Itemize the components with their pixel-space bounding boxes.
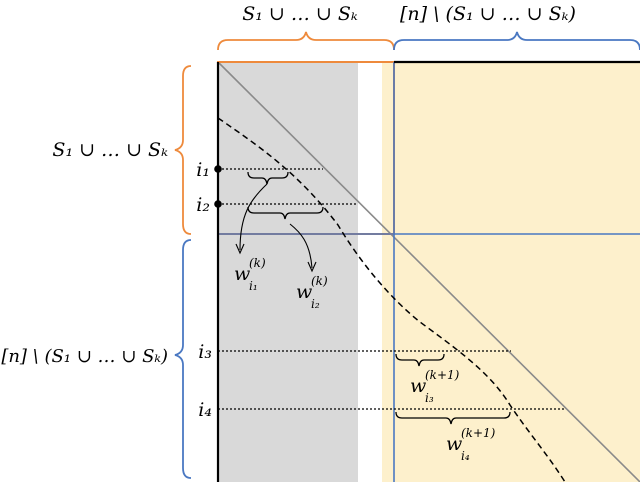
brace-w-i3: [395, 353, 445, 367]
weight-label-w-i2: w (k) i₂: [296, 274, 328, 311]
yellow-strip: [382, 62, 394, 482]
svg-text:w: w: [446, 433, 462, 455]
top-right-label: [n] \ (S₁ ∪ … ∪ Sₖ): [400, 3, 576, 25]
svg-text:i₁: i₁: [249, 279, 258, 293]
arrow-w-i2-head: [307, 261, 317, 273]
svg-text:w: w: [234, 263, 250, 285]
arrow-w-i1-head: [235, 243, 245, 255]
left-brace-blue: [174, 239, 192, 479]
diagonal-line: [217, 61, 640, 482]
row-label-i2: i₂: [196, 194, 210, 216]
svg-text:w: w: [296, 281, 312, 303]
weight-label-w-i4: w (k+1) i₄: [446, 426, 496, 463]
svg-text:i₂: i₂: [311, 297, 320, 311]
svg-text:i₄: i₄: [461, 449, 470, 463]
row-dot-i2: [214, 200, 222, 208]
top-left-label: S₁ ∪ … ∪ Sₖ: [242, 3, 358, 25]
arrow-w-i1: [239, 183, 268, 251]
svg-text:(k+1): (k+1): [425, 368, 460, 382]
svg-text:i₃: i₃: [425, 391, 434, 405]
top-brace-orange: [217, 31, 395, 51]
weight-label-w-i3: w (k+1) i₃: [410, 368, 460, 405]
weight-label-w-i1: w (k) i₁: [234, 256, 266, 293]
left-top-label: S₁ ∪ … ∪ Sₖ: [52, 139, 168, 161]
dashed-curve: [217, 117, 566, 482]
arrow-w-i2: [289, 223, 313, 269]
svg-text:(k+1): (k+1): [461, 426, 496, 440]
brace-w-i2: [247, 206, 324, 220]
left-brace-orange: [174, 65, 192, 235]
row-dot-i1: [214, 165, 222, 173]
yellow-region: [394, 62, 640, 482]
brace-w-i4: [395, 411, 511, 425]
svg-text:(k): (k): [249, 256, 266, 270]
top-brace-blue: [393, 31, 640, 51]
white-gap: [358, 62, 382, 482]
row-label-i1: i₁: [196, 159, 210, 181]
left-bottom-label: [n] \ (S₁ ∪ … ∪ Sₖ): [1, 346, 168, 367]
svg-text:w: w: [410, 375, 426, 397]
row-label-i3: i₃: [198, 341, 212, 363]
svg-text:(k): (k): [311, 274, 328, 288]
row-label-i4: i₄: [198, 399, 212, 421]
